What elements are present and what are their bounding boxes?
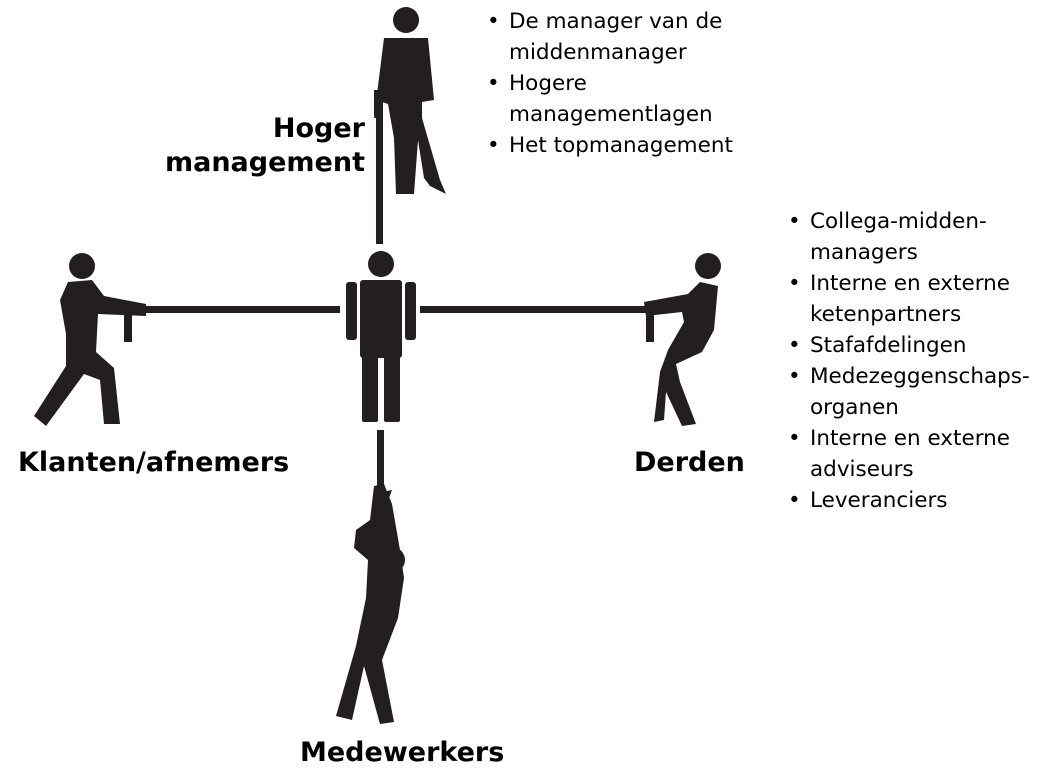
- person-pulling-left-icon: [34, 253, 146, 426]
- right-bullet-list: Collega-midden- managers Interne en exte…: [788, 206, 1030, 516]
- list-item-text: Leveranciers: [810, 488, 948, 513]
- list-item: Collega-midden- managers: [788, 206, 1030, 268]
- list-item-text: Collega-midden- managers: [810, 209, 987, 265]
- list-item: De manager van de middenmanager: [487, 6, 733, 68]
- list-item-text: De manager van de middenmanager: [509, 9, 723, 65]
- list-item-text: Interne en externe adviseurs: [810, 426, 1011, 482]
- person-pulling-up-icon: [374, 7, 446, 194]
- list-item: Stafafdelingen: [788, 330, 1030, 361]
- rope-bottom: [377, 430, 384, 490]
- top-bullet-list: De manager van de middenmanager Hogere m…: [487, 6, 733, 161]
- rope-right: [420, 306, 650, 313]
- list-item: Interne en externe adviseurs: [788, 423, 1030, 485]
- rope-top: [376, 110, 383, 244]
- person-pulling-down-icon: [336, 484, 405, 724]
- list-item-text: Medezeggenschaps- organen: [810, 364, 1030, 420]
- list-item-text: Interne en externe ketenpartners: [810, 271, 1011, 327]
- list-item-text: Het topmanagement: [509, 133, 733, 158]
- label-klanten-afnemers: Klanten/afnemers: [18, 447, 290, 478]
- list-item: Hogere managementlagen: [487, 68, 733, 130]
- rope-left: [140, 306, 340, 313]
- list-item-text: Stafafdelingen: [810, 333, 967, 358]
- label-derden: Derden: [634, 447, 745, 478]
- person-pulling-right-icon: [644, 253, 721, 426]
- list-item: Medezeggenschaps- organen: [788, 361, 1030, 423]
- list-item: Leveranciers: [788, 485, 1030, 516]
- label-hoger-management: Hoger management: [164, 113, 365, 178]
- list-item-text: Hogere managementlagen: [509, 71, 713, 127]
- label-medewerkers: Medewerkers: [300, 737, 505, 768]
- person-center-icon: [346, 251, 416, 422]
- list-item: Interne en externe ketenpartners: [788, 268, 1030, 330]
- list-item: Het topmanagement: [487, 130, 733, 161]
